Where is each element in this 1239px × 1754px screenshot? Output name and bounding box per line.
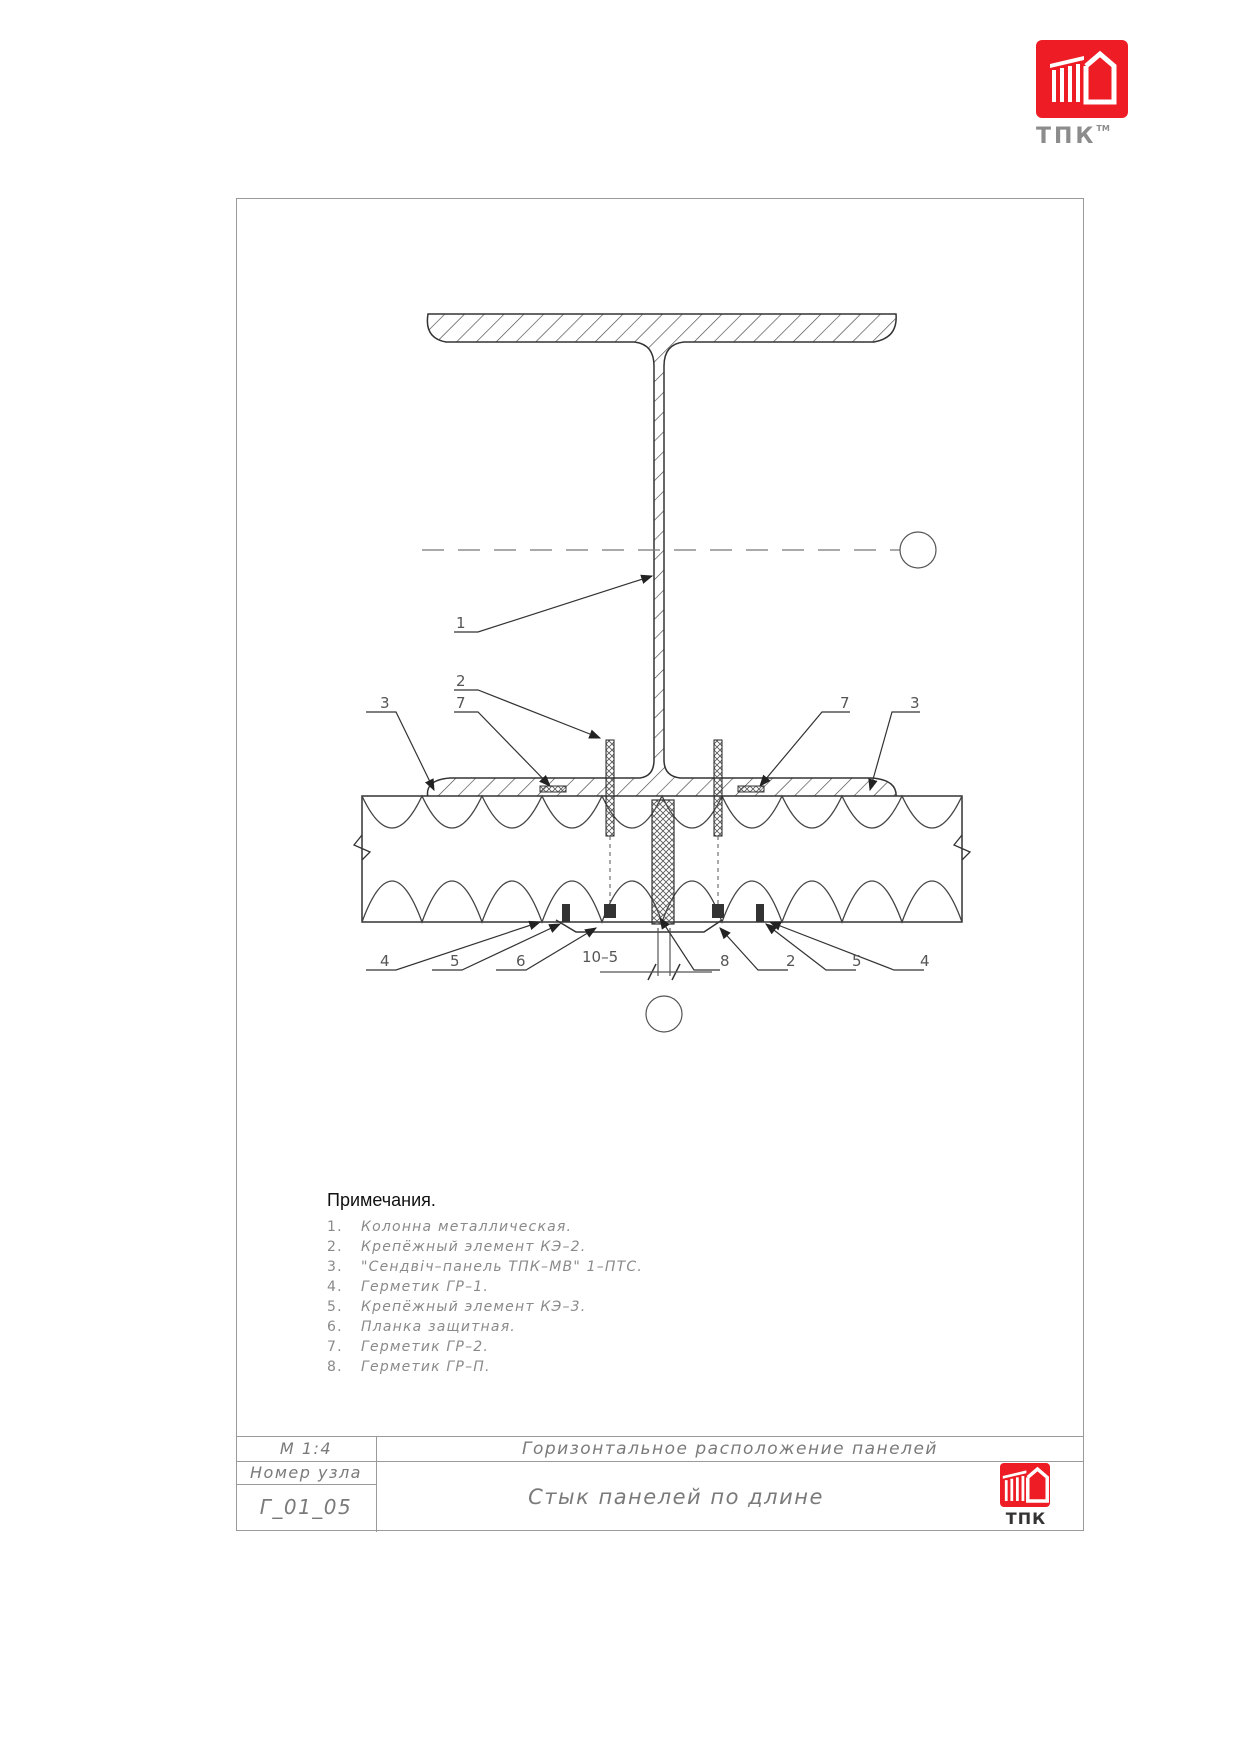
- axis-marker: [899, 531, 937, 569]
- node-label: Номер узла: [250, 1463, 362, 1482]
- callout-3-left: 3: [380, 694, 390, 712]
- note-item: 2.Крепёжный элемент КЭ–2.: [327, 1239, 587, 1255]
- notes-title: Примечания.: [327, 1190, 436, 1210]
- note-item: 1.Колонна металлическая.: [327, 1219, 573, 1235]
- note-item: 4.Герметик ГР–1.: [327, 1279, 490, 1295]
- note-item: 3."Сендвіч–панель ТПК–МВ" 1–ПТС.: [327, 1259, 644, 1275]
- brand-logo-mark: [1036, 40, 1128, 118]
- gap-dimension: 10–5: [582, 948, 618, 966]
- sealant-gr-p: [651, 799, 675, 925]
- fastener-ke2-left: [604, 739, 616, 918]
- callout-2-bottom: 2: [786, 952, 796, 970]
- fastener-ke3-left: [562, 904, 570, 922]
- callout-5-right: 5: [852, 952, 862, 970]
- callout-7-left: 7: [456, 694, 466, 712]
- callout-6: 6: [516, 952, 526, 970]
- fastener-ke2-right: [712, 739, 724, 918]
- notes-section: Примечания. 1.Колонна металлическая. 2.К…: [327, 1190, 847, 1377]
- callout-4-left: 4: [380, 952, 390, 970]
- note-item: 5.Крепёжный элемент КЭ–3.: [327, 1299, 587, 1315]
- brand-logo: ТПКTM: [1036, 40, 1148, 149]
- scale-label: М 1:4: [279, 1439, 333, 1458]
- brand-wordmark: ТПКTM: [1036, 124, 1110, 149]
- protective-strip: [555, 919, 723, 933]
- callout-1: 1: [456, 614, 466, 632]
- callout-8: 8: [720, 952, 730, 970]
- title-block-logo-text: ТПК: [1005, 1509, 1047, 1528]
- drawing-sheet-frame: [236, 198, 1084, 1531]
- column-profile: [426, 313, 897, 799]
- callout-2-top: 2: [456, 672, 466, 690]
- callout-7-right: 7: [840, 694, 850, 712]
- fastener-ke3-right: [756, 904, 764, 922]
- notes-list: 1.Колонна металлическая. 2.Крепёжный эле…: [327, 1217, 847, 1377]
- callout-3-right: 3: [910, 694, 920, 712]
- sealant-gr-2-right: [737, 785, 765, 793]
- drawing-title: Стык панелей по длине: [528, 1485, 824, 1509]
- note-item: 8.Герметик ГР–П.: [327, 1359, 491, 1375]
- joint-drawing: 1 2 3 7 7 3 4 5 6 10–5 8 2 5 4: [352, 313, 972, 1033]
- title-block-logo: ТПК: [996, 1463, 1052, 1529]
- note-item: 6.Планка защитная.: [327, 1319, 516, 1335]
- title-block-logo-mark: [1000, 1463, 1050, 1507]
- category-title: Горизонтальное расположение панелей: [522, 1439, 938, 1459]
- callout-4-right: 4: [920, 952, 930, 970]
- title-block: М 1:4 Номер узла Г_01_05 Горизонтальное …: [236, 1436, 1084, 1532]
- node-number: Г_01_05: [259, 1495, 353, 1519]
- axis-marker-bottom: [645, 995, 683, 1033]
- note-item: 7.Герметик ГР–2.: [327, 1339, 490, 1355]
- sealant-gr-2-left: [539, 785, 567, 793]
- callout-5-left: 5: [450, 952, 460, 970]
